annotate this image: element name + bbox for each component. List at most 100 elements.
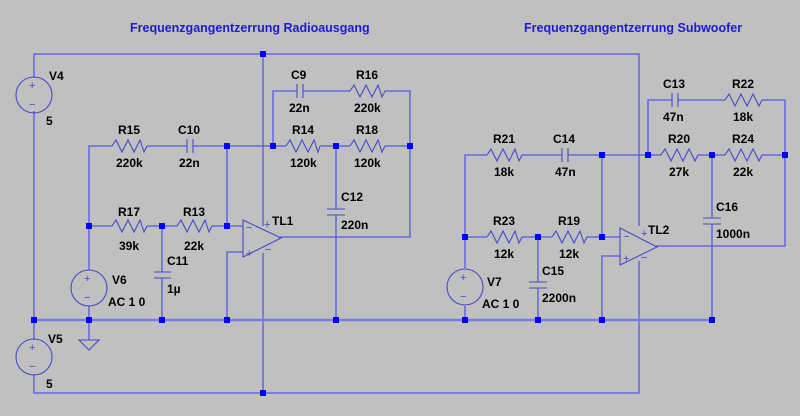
label-r20-value: 27k: [669, 165, 689, 179]
wire-r21-left[interactable]: [464, 154, 487, 237]
junction[interactable]: [599, 317, 605, 323]
wire-top-rail[interactable]: [33, 53, 640, 226]
resistor-r21[interactable]: [486, 147, 523, 163]
label-v7-name: V7: [487, 275, 502, 289]
resistor-r18[interactable]: [349, 138, 386, 154]
junction[interactable]: [86, 317, 92, 323]
label-v6-value: AC 1 0: [108, 295, 146, 309]
wire-r22-right[interactable]: [762, 99, 786, 155]
capacitor-c16[interactable]: [703, 217, 721, 225]
resistor-r19[interactable]: [551, 229, 588, 245]
minus-icon: −: [84, 292, 90, 304]
wire-tl2-plus[interactable]: [601, 255, 620, 320]
label-c11-name: C11: [167, 254, 189, 268]
junction[interactable]: [462, 234, 468, 240]
label-r21-name: R21: [493, 132, 515, 146]
source-circle-icon: [15, 338, 53, 376]
junction[interactable]: [159, 317, 165, 323]
junction[interactable]: [407, 143, 413, 149]
resistor-r23[interactable]: [486, 229, 523, 245]
resistor-r15[interactable]: [111, 138, 148, 154]
capacitor-c11[interactable]: [154, 271, 171, 279]
junction[interactable]: [709, 152, 715, 158]
capacitor-c13[interactable]: [671, 93, 679, 107]
plus-icon: +: [460, 272, 466, 284]
minus-icon: −: [460, 291, 466, 303]
label-c15-value: 2200n: [542, 291, 576, 305]
resistor-r24[interactable]: [724, 147, 763, 163]
wire-c13-left[interactable]: [647, 99, 672, 155]
label-r21-value: 18k: [494, 165, 514, 179]
source-v5[interactable]: + −: [15, 338, 53, 376]
resistor-r22[interactable]: [724, 92, 763, 108]
vminus-icon: −: [641, 252, 647, 264]
opamp-tl2[interactable]: − + + −: [619, 227, 659, 266]
junction[interactable]: [599, 234, 605, 240]
junction[interactable]: [782, 152, 788, 158]
wire-tl2-output[interactable]: [656, 155, 786, 247]
wire-bottom-rail[interactable]: [33, 261, 640, 394]
inverting-input-icon: −: [246, 222, 252, 234]
source-v4[interactable]: + −: [15, 76, 53, 114]
circuit-radioausgang: [88, 90, 411, 340]
wire-tl1-output[interactable]: [280, 146, 411, 238]
junction[interactable]: [535, 317, 541, 323]
resistor-r13[interactable]: [176, 218, 213, 234]
junction[interactable]: [224, 143, 230, 149]
noninverting-input-icon: +: [246, 248, 252, 260]
capacitor-c12[interactable]: [327, 208, 345, 216]
label-tl2: TL2: [648, 223, 670, 237]
junction[interactable]: [333, 143, 339, 149]
source-v6[interactable]: + −: [70, 269, 108, 307]
wire-r16-right[interactable]: [385, 90, 411, 146]
junction[interactable]: [270, 143, 276, 149]
inverting-input-icon: −: [623, 231, 629, 243]
resistor-r16[interactable]: [349, 83, 386, 99]
junction[interactable]: [159, 223, 165, 229]
wire-c9-left[interactable]: [272, 90, 297, 146]
resistor-r20[interactable]: [660, 147, 699, 163]
voltage-sources: + − + − + − + −: [15, 76, 484, 376]
label-v6-name: V6: [112, 273, 127, 287]
junction[interactable]: [31, 317, 37, 323]
labels: V4 5 V5 5 V6 AC 1 0 V7 AC 1 0 TL1 TL2 R1…: [46, 68, 754, 391]
label-r22-name: R22: [732, 77, 754, 91]
resistor-r17[interactable]: [111, 218, 148, 234]
capacitor-c14[interactable]: [561, 148, 569, 162]
junction[interactable]: [645, 152, 651, 158]
junction[interactable]: [709, 317, 715, 323]
junction[interactable]: [462, 317, 468, 323]
label-r16-value: 220k: [354, 101, 381, 115]
ground-icon[interactable]: [77, 339, 101, 351]
noninverting-input-icon: +: [623, 253, 629, 265]
wire-tl1-plus[interactable]: [226, 251, 243, 320]
plus-icon: +: [29, 80, 35, 92]
junction[interactable]: [599, 152, 605, 158]
junction[interactable]: [333, 317, 339, 323]
junction[interactable]: [224, 223, 230, 229]
junction[interactable]: [260, 390, 266, 396]
source-circle-icon: [15, 76, 53, 114]
label-tl1: TL1: [272, 214, 294, 228]
label-c9-value: 22n: [289, 101, 310, 115]
junction[interactable]: [535, 234, 541, 240]
capacitor-c15[interactable]: [529, 281, 547, 289]
label-r22-value: 18k: [733, 110, 753, 124]
wire-r15-left[interactable]: [88, 145, 112, 226]
resistor-r14[interactable]: [285, 138, 321, 154]
capacitor-c9[interactable]: [296, 84, 304, 98]
label-c15-name: C15: [542, 264, 564, 278]
minus-icon: −: [29, 99, 35, 111]
junction[interactable]: [224, 317, 230, 323]
vminus-icon: −: [265, 244, 271, 256]
source-v7[interactable]: + −: [446, 268, 484, 306]
junction[interactable]: [86, 223, 92, 229]
label-r24-name: R24: [732, 132, 754, 146]
capacitor-c10[interactable]: [186, 139, 194, 153]
opamp-triangle-icon: [242, 219, 283, 258]
opamp-tl1[interactable]: − + + −: [242, 219, 283, 260]
junction[interactable]: [260, 51, 266, 57]
label-v5-name: V5: [48, 332, 63, 346]
label-r23-value: 12k: [494, 247, 514, 261]
